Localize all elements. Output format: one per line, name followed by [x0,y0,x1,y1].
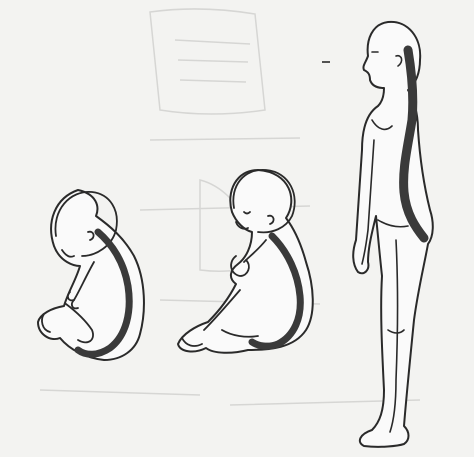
fetus-figure [38,190,144,360]
infant-figure [178,170,313,353]
adult-figure [353,22,433,447]
